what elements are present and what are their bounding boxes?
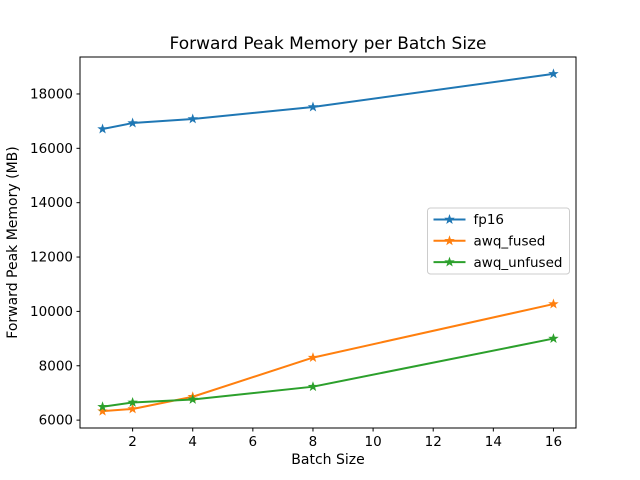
x-tick-label: 4	[188, 434, 197, 450]
series-layer	[97, 68, 559, 416]
y-axis-label: Forward Peak Memory (MB)	[5, 146, 21, 338]
data-point-marker-awq_unfused	[187, 393, 198, 404]
y-tick-label: 8000	[39, 358, 73, 374]
legend-marker-sample	[444, 214, 455, 224]
data-point-marker-fp16	[97, 123, 108, 134]
x-tick-label: 2	[128, 434, 137, 450]
data-point-marker-fp16	[548, 68, 559, 79]
x-tick-label: 16	[545, 434, 562, 450]
data-point-marker-fp16	[307, 101, 319, 112]
x-tick-label: 6	[249, 434, 258, 450]
legend: fp16 awq_fused awq_unfused	[427, 207, 570, 275]
legend-label: awq_unfused	[474, 255, 563, 271]
data-point-marker-awq_fused	[307, 352, 319, 363]
x-tick-label: 8	[309, 434, 318, 450]
legend-label: awq_fused	[474, 234, 546, 250]
axes-layer: 2 4 6 8 10 12 14 16 6000 8000 10000 12000 14000 16000…	[30, 56, 577, 450]
series-line-fp16	[101, 72, 555, 131]
series-line-awq_fused	[101, 303, 555, 413]
data-point-marker-awq_fused	[127, 403, 138, 414]
legend-marker-sample	[444, 256, 455, 267]
x-tick-label: 12	[425, 434, 442, 450]
x-tick-label: 10	[364, 434, 381, 450]
data-point-marker-fp16	[127, 117, 138, 128]
legend-marker-sample	[444, 235, 455, 246]
y-tick-label: 6000	[39, 413, 73, 429]
y-tick-label: 10000	[30, 304, 73, 320]
legend-box	[427, 207, 570, 275]
x-axis-label: Batch Size	[291, 452, 364, 468]
legend-item-awq_unfused: awq_unfused	[433, 255, 563, 271]
data-point-marker-awq_unfused	[127, 396, 138, 407]
chart-title: Forward Peak Memory per Batch Size	[170, 34, 487, 54]
data-point-marker-awq_fused	[548, 298, 559, 309]
data-point-marker-awq_unfused	[548, 333, 559, 344]
y-tick-label: 14000	[30, 195, 73, 211]
legend-item-fp16: fp16	[433, 212, 505, 228]
data-point-marker-awq_fused	[97, 405, 108, 416]
legend-label: fp16	[474, 212, 505, 228]
legend-item-awq_fused: awq_fused	[433, 234, 546, 250]
data-point-marker-awq_unfused	[97, 401, 108, 412]
x-tick-label: 14	[485, 434, 502, 450]
data-point-marker-awq_unfused	[307, 381, 319, 392]
y-tick-label: 12000	[30, 250, 73, 266]
axes-frame	[79, 56, 577, 429]
y-tick-label: 16000	[30, 141, 73, 157]
data-point-marker-fp16	[187, 113, 198, 124]
y-tick-label: 18000	[30, 86, 73, 102]
series-line-awq_unfused	[101, 337, 555, 408]
